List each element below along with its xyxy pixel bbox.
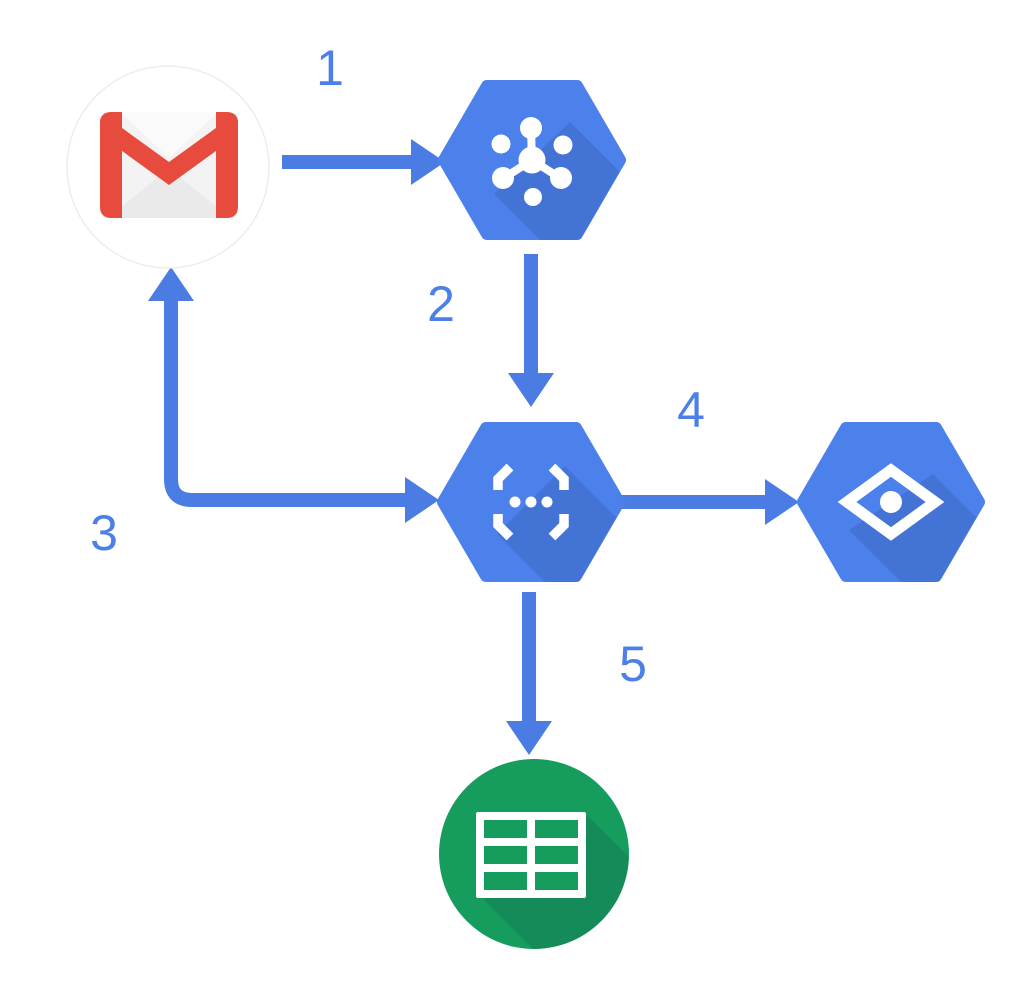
gmail-node <box>65 64 271 270</box>
gmail-envelope <box>100 112 238 218</box>
vision-shadow <box>849 474 985 582</box>
vision-api-icon <box>797 422 985 582</box>
pubsub-shadow <box>494 122 626 240</box>
pubsub-glyph <box>491 117 573 206</box>
vision-glyph <box>837 463 945 541</box>
pubsub-icon <box>438 80 626 240</box>
functions-shadow <box>497 466 625 582</box>
gmail-right-bar <box>216 112 238 218</box>
functions-glyph <box>493 463 569 541</box>
gmail-left-bar <box>100 112 122 218</box>
arrow-step-3 <box>148 267 439 523</box>
step-label-4: 4 <box>677 382 705 438</box>
gmail-chevron <box>100 112 238 185</box>
cloud-vision-node <box>797 420 985 584</box>
arrow-step-5 <box>506 592 552 755</box>
step-label-5: 5 <box>619 636 647 692</box>
step-label-1: 1 <box>316 40 344 96</box>
sheets-table-glyph <box>476 812 586 898</box>
cloud-functions-node <box>437 420 625 584</box>
gmail-icon <box>66 65 270 269</box>
cloud-pubsub-node <box>438 78 626 242</box>
arrow-step-4 <box>620 479 799 525</box>
cloud-functions-icon <box>437 422 625 582</box>
google-sheets-node <box>438 758 630 950</box>
step-label-2: 2 <box>427 276 455 332</box>
step-label-3: 3 <box>90 505 118 561</box>
arrow-step-1 <box>282 139 445 185</box>
sheets-icon <box>439 759 629 949</box>
arrow-step-2 <box>508 254 554 407</box>
